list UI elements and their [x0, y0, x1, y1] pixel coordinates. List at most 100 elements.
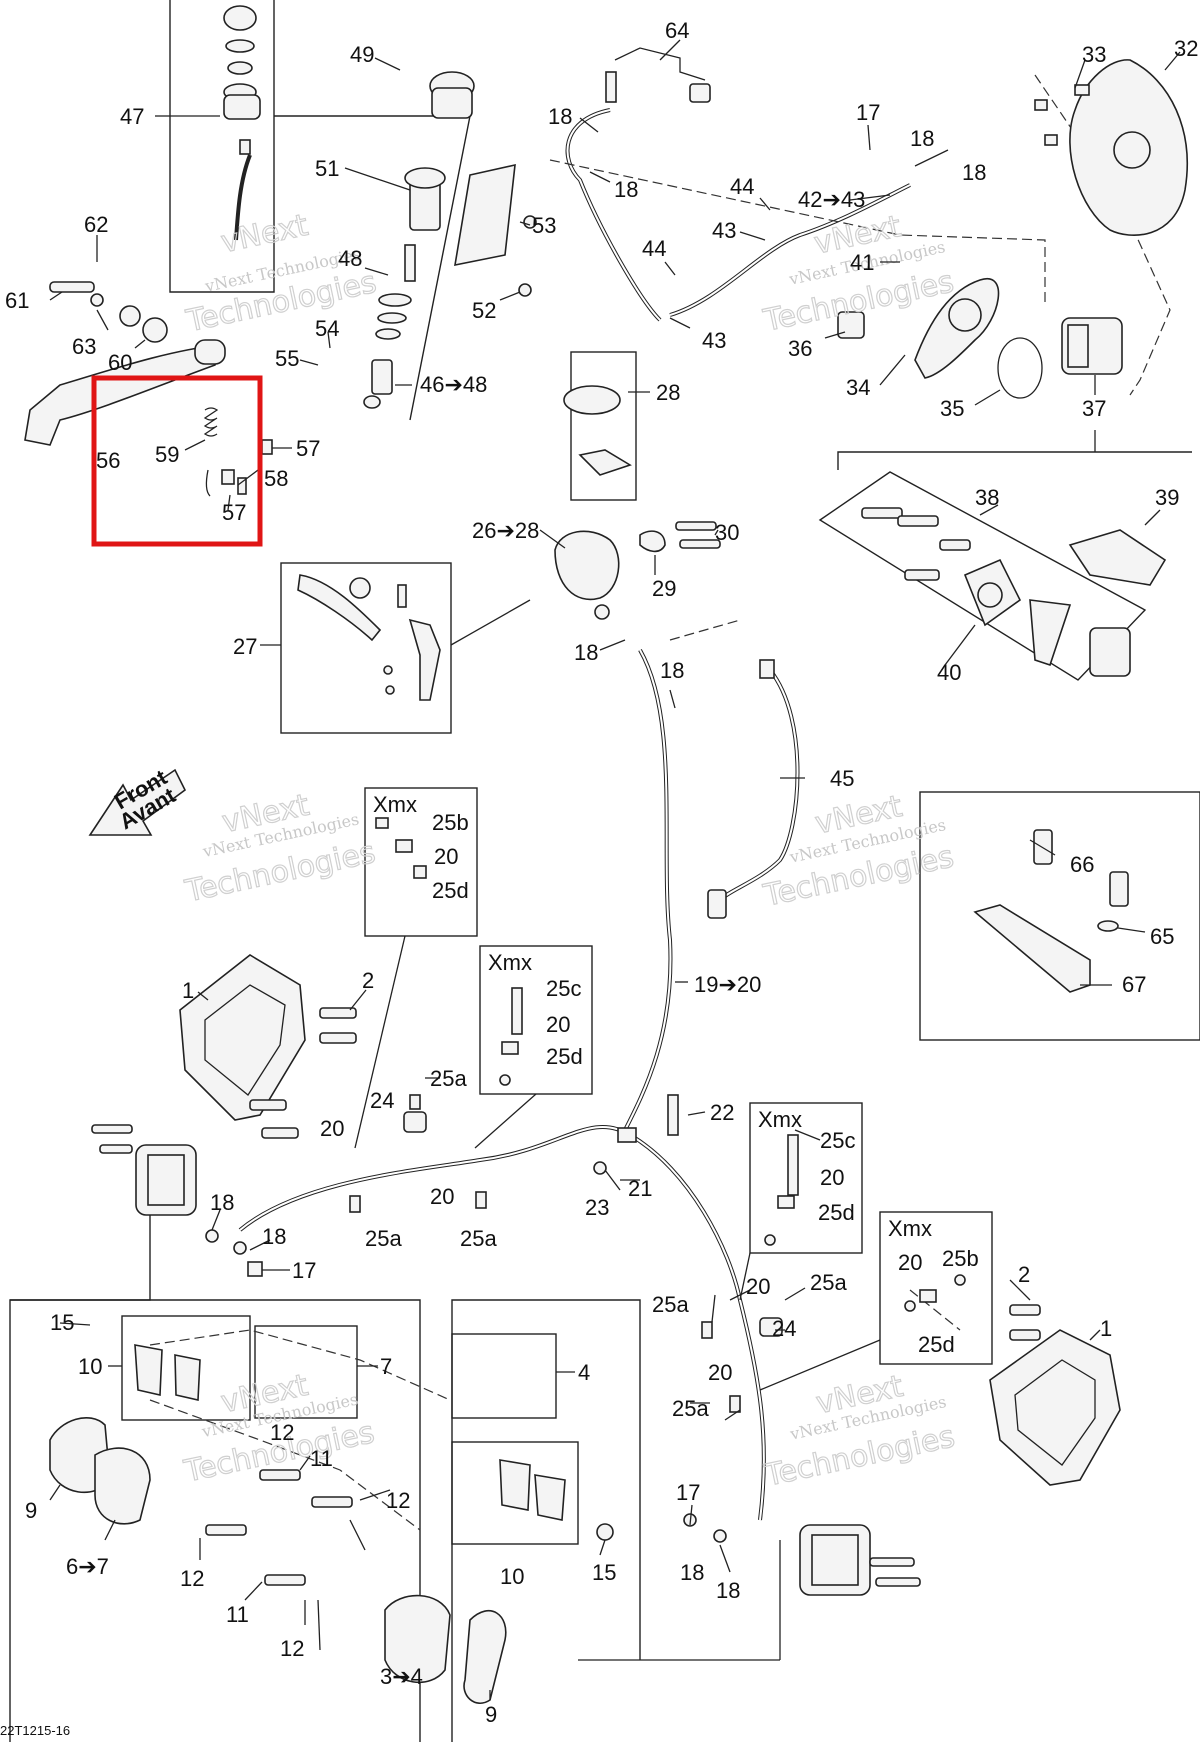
xmx-box-1 [364, 787, 478, 937]
callout-46: 46➔48 [420, 372, 487, 397]
leader-lines [49, 39, 1181, 1700]
callout-44a: 44 [730, 174, 754, 199]
xmx-clips [375, 817, 966, 1312]
highlight-box [91, 375, 263, 547]
callout-37: 37 [1082, 396, 1106, 421]
callout-60: 60 [108, 350, 132, 375]
callout-64: 64 [665, 18, 689, 43]
xmx-title-4: Xmx [888, 1216, 932, 1241]
callout-15a: 15 [50, 1310, 74, 1335]
callout-18d: 18 [962, 160, 986, 185]
callout-25b1: 25b [432, 810, 469, 835]
caliper-bracket-frame [837, 451, 1192, 470]
hose-45 [718, 668, 800, 902]
callout-57b: 57 [222, 500, 246, 525]
pin-box-7 [254, 1325, 358, 1419]
xmx-title-2: Xmx [488, 950, 532, 975]
dashed-leaders [149, 74, 1171, 1531]
callout-2b: 2 [1018, 1262, 1030, 1287]
callout-43b: 43 [702, 328, 726, 353]
callout-24b: 24 [772, 1316, 796, 1341]
callout-25c1: 25c [546, 976, 581, 1001]
callout-9b: 9 [485, 1702, 497, 1727]
callout-65: 65 [1150, 924, 1174, 949]
callout-35: 35 [940, 396, 964, 421]
xmx-title-3: Xmx [758, 1107, 802, 1132]
document-code: 22T1215-16 [0, 1723, 71, 1738]
callout-45: 45 [830, 766, 854, 791]
callout-27: 27 [233, 634, 257, 659]
callout-18a: 18 [548, 104, 572, 129]
callout-12b: 12 [386, 1488, 410, 1513]
front-caliper-right [683, 1513, 921, 1596]
callout-12c: 12 [180, 1566, 204, 1591]
brake-lever-27 [297, 574, 441, 701]
callout-25b2: 25b [942, 1246, 979, 1271]
callout-10a: 10 [78, 1354, 102, 1379]
xmx-title-1: Xmx [373, 792, 417, 817]
callout-6: 6➔7 [66, 1554, 109, 1579]
callout-24a: 24 [370, 1088, 394, 1113]
callout-18g: 18 [210, 1190, 234, 1215]
gasket-1-right [989, 1304, 1121, 1486]
callout-26: 26➔28 [472, 518, 539, 543]
callout-67: 67 [1122, 972, 1146, 997]
frames [9, 0, 1200, 1742]
hose-front-left [238, 1124, 632, 1232]
callout-25a4: 25a [652, 1292, 689, 1317]
callout-9a: 9 [25, 1498, 37, 1523]
callout-54: 54 [315, 316, 339, 341]
callout-56: 56 [96, 448, 120, 473]
callout-18i: 18 [680, 1560, 704, 1585]
mount-box-65 [919, 791, 1200, 1041]
callout-25c2: 25c [820, 1128, 855, 1153]
callout-33: 33 [1082, 42, 1106, 67]
callout-10b: 10 [500, 1564, 524, 1589]
callout-28a: 28 [656, 380, 680, 405]
callout-38: 38 [975, 485, 999, 510]
callout-20a: 20 [434, 844, 458, 869]
mount-67 [973, 829, 1129, 993]
pedal-pivot [24, 281, 226, 446]
callout-30: 30 [715, 520, 739, 545]
callout-19: 19➔20 [694, 972, 761, 997]
hose-19 [618, 649, 673, 1141]
pin-box-4 [451, 1333, 557, 1419]
hose-reservoir [234, 154, 252, 241]
front-caliper-left [91, 1124, 263, 1277]
callout-44b: 44 [642, 236, 666, 261]
callout-20e: 20 [430, 1184, 454, 1209]
master-cylinder-49 [404, 71, 537, 297]
callout-1b: 1 [1100, 1316, 1112, 1341]
callout-25a2: 25a [365, 1226, 402, 1251]
callout-23: 23 [585, 1195, 609, 1220]
callout-12a: 12 [270, 1420, 294, 1445]
callout-42: 42➔43 [798, 187, 865, 212]
watermark-vnext: vNext [218, 208, 311, 261]
callout-36: 36 [788, 336, 812, 361]
callout-18h: 18 [262, 1224, 286, 1249]
lower-left-frame-b [10, 1299, 421, 1742]
callout-18b: 18 [910, 126, 934, 151]
watermarks: vNext vNext Technologies Technologies vN… [180, 207, 958, 1494]
callout-51: 51 [315, 156, 339, 181]
callout-25d3: 25d [818, 1200, 855, 1225]
callout-25a1: 25a [430, 1066, 467, 1091]
reservoir-47 [223, 5, 261, 155]
pad-box-10a [121, 1315, 251, 1421]
parts [24, 5, 1189, 1704]
gasket-1-left [179, 954, 357, 1139]
callout-20g: 20 [746, 1274, 770, 1299]
callout-21: 21 [628, 1176, 652, 1201]
callout-18e: 18 [574, 640, 598, 665]
callout-49: 49 [350, 42, 374, 67]
callout-66: 66 [1070, 852, 1094, 877]
callout-53: 53 [532, 213, 556, 238]
callout-22: 22 [710, 1100, 734, 1125]
front-master-26 [554, 385, 721, 620]
callout-18c: 18 [614, 177, 638, 202]
connector-45 [707, 659, 775, 919]
sensor-64 [605, 47, 711, 103]
callout-3: 3➔4 [380, 1664, 423, 1689]
